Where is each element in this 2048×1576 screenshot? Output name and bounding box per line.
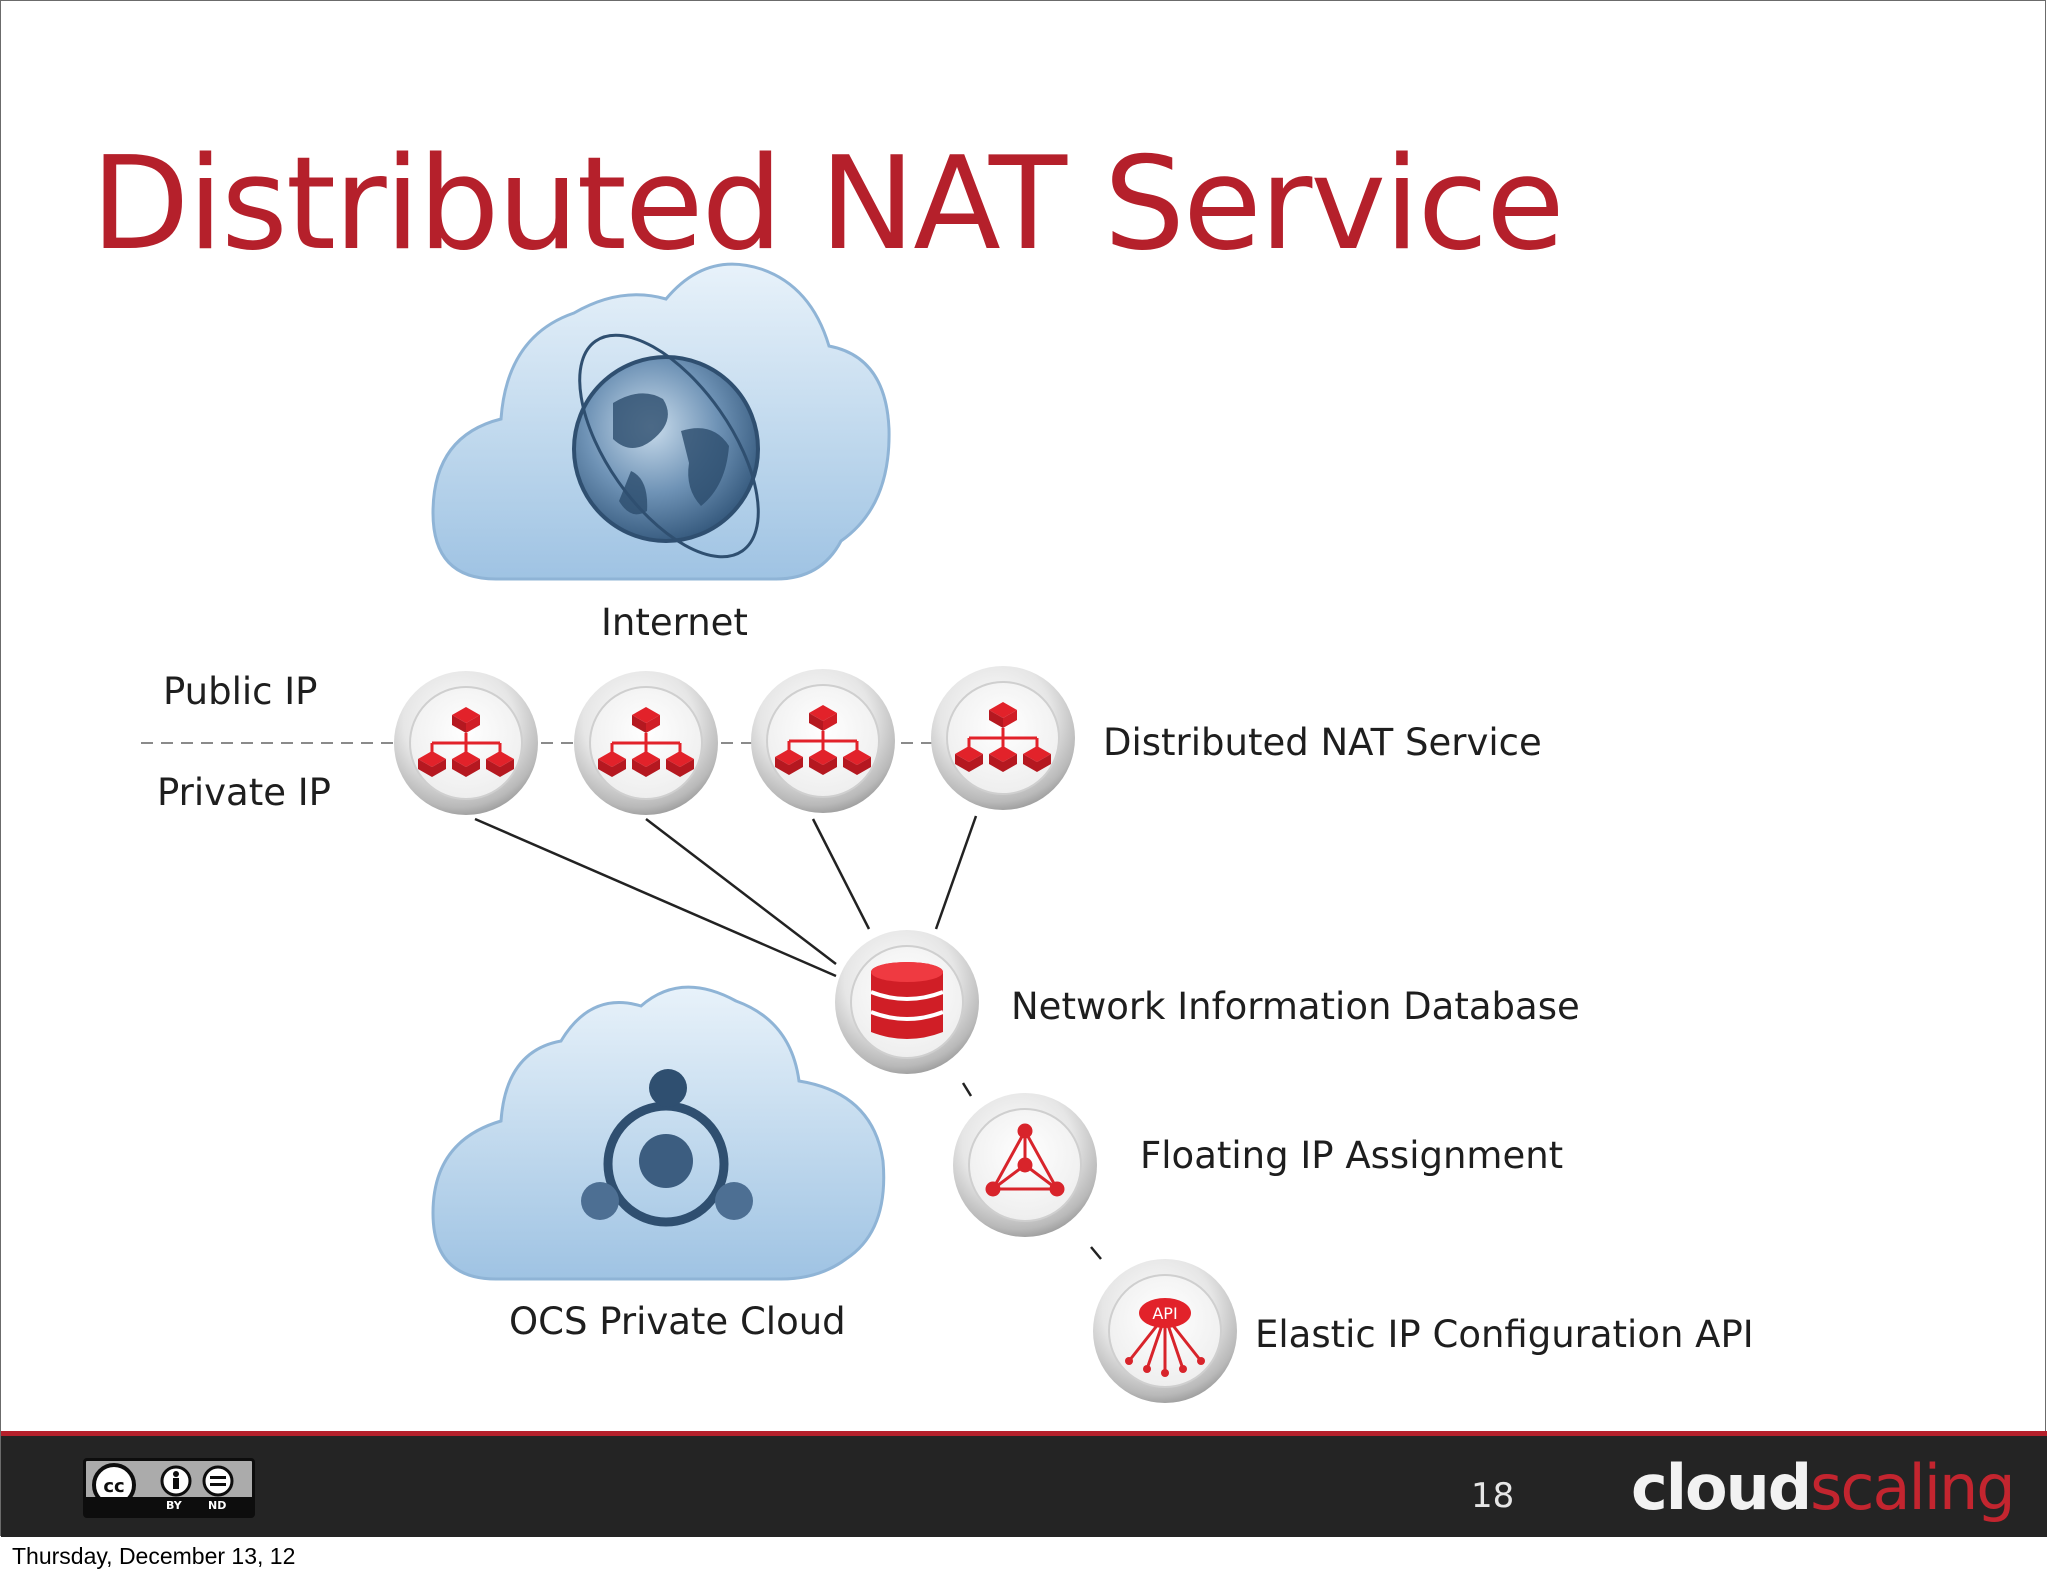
api-node: API: [1093, 1259, 1237, 1403]
cc-nd-text: ND: [208, 1499, 227, 1512]
network-hierarchy-icon: [418, 707, 514, 777]
nat-node-3: [751, 669, 895, 813]
triangle-network-icon: [985, 1123, 1065, 1197]
database-icon: [870, 962, 944, 1039]
database-label: Network Information Database: [1011, 985, 1580, 1028]
private-cloud-label: OCS Private Cloud: [509, 1300, 846, 1343]
floating-ip-node: [953, 1093, 1097, 1237]
network-hierarchy-icon: [598, 707, 694, 777]
network-hierarchy-icon: [955, 702, 1051, 772]
print-timestamp: Thursday, December 13, 12: [12, 1543, 296, 1569]
cc-symbol-text: cc: [103, 1476, 124, 1497]
network-hierarchy-icon: [775, 705, 871, 775]
slide-title: Distributed NAT Service: [91, 130, 1565, 279]
nat-diagram: API: [141, 262, 1237, 1403]
slide-footer: cc BY ND 18 cloudscaling: [1, 1431, 2047, 1537]
nat-node-1: [394, 671, 538, 815]
brand-logo-part1: cloud: [1631, 1451, 1812, 1524]
floating-ip-label: Floating IP Assignment: [1140, 1134, 1564, 1177]
page-number: 18: [1471, 1476, 1515, 1516]
creative-commons-badge: cc BY ND: [83, 1458, 255, 1518]
api-hub-icon: API: [1125, 1298, 1205, 1377]
internet-label: Internet: [601, 601, 748, 644]
public-ip-label: Public IP: [163, 670, 318, 713]
internet-cloud: [431, 262, 891, 581]
elastic-ip-label: Elastic IP Configuration API: [1255, 1313, 1754, 1356]
cc-strip: [86, 1497, 252, 1515]
globe-icon: [572, 333, 760, 559]
brand-logo-part2: scaling: [1810, 1451, 2015, 1524]
nat-node-2: [574, 671, 718, 815]
private-cloud: [431, 985, 886, 1281]
private-ip-label: Private IP: [157, 771, 331, 814]
nat-service-label: Distributed NAT Service: [1103, 721, 1542, 764]
nat-node-4: [931, 666, 1075, 810]
brand-logo: cloudscaling: [1631, 1451, 2016, 1524]
api-badge-text: API: [1152, 1304, 1177, 1323]
database-node: [835, 930, 979, 1074]
connector-lines: [474, 815, 1102, 1260]
cc-by-text: BY: [166, 1499, 182, 1512]
cloud-shape-icon: [431, 985, 886, 1281]
slide: Distributed NAT Service: [0, 0, 2047, 1537]
ocs-node-icon: [581, 1069, 753, 1227]
cc-icon: cc: [92, 1463, 234, 1503]
